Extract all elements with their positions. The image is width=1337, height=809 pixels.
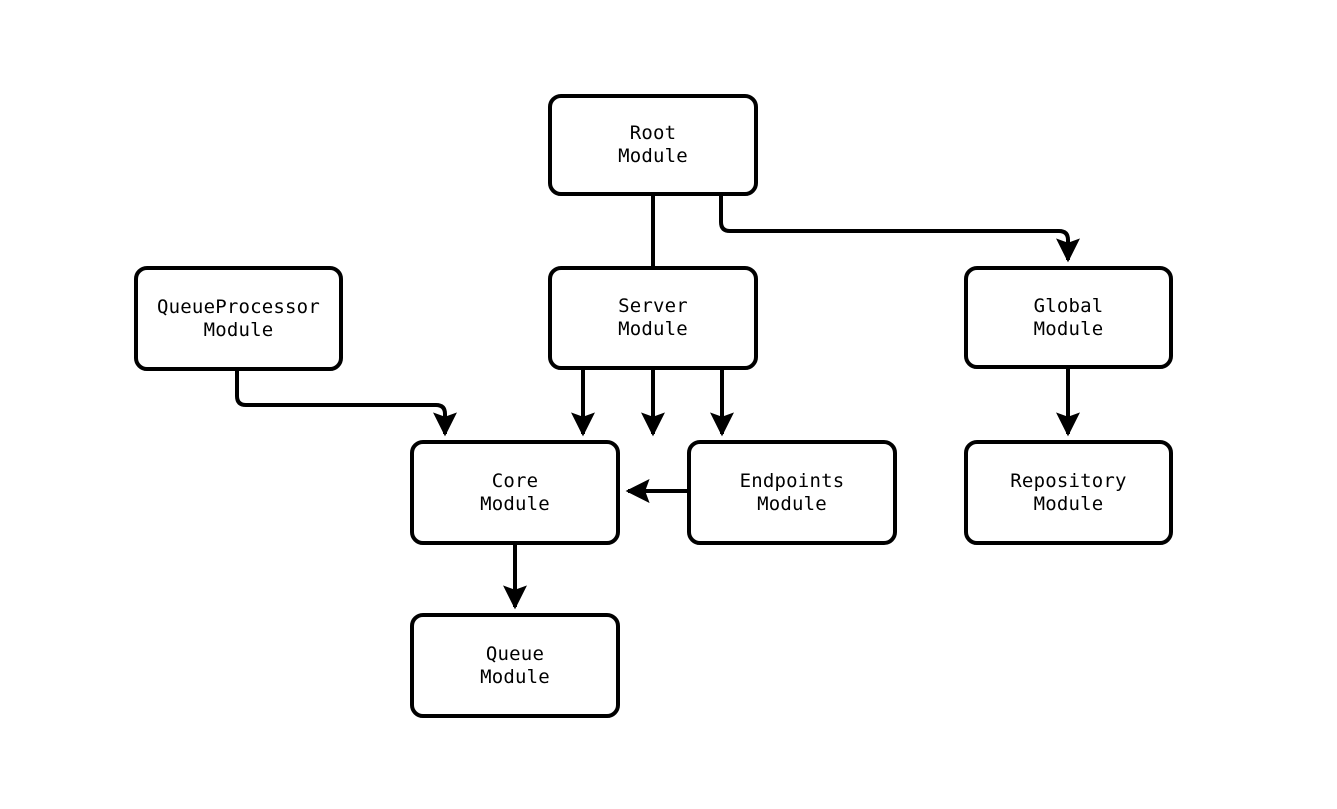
node-root-module-label: Root Module <box>618 122 688 167</box>
node-root-module[interactable]: Root Module <box>548 94 758 196</box>
node-repository-module[interactable]: Repository Module <box>964 440 1173 545</box>
node-global-module[interactable]: Global Module <box>964 266 1173 369</box>
node-queueprocessor-module-label: QueueProcessor Module <box>157 295 320 341</box>
node-endpoints-module[interactable]: Endpoints Module <box>687 440 897 545</box>
node-server-module[interactable]: Server Module <box>548 266 758 370</box>
node-repository-module-label: Repository Module <box>1010 469 1127 515</box>
node-queueprocessor-module[interactable]: QueueProcessor Module <box>134 266 343 371</box>
node-global-module-label: Global Module <box>1033 294 1104 340</box>
node-server-module-label: Server Module <box>618 295 688 340</box>
node-queue-module[interactable]: Queue Module <box>410 613 620 718</box>
edge-queueprocessor-to-core <box>235 371 457 437</box>
node-queue-module-label: Queue Module <box>480 642 550 688</box>
edge-root-to-global <box>719 196 1080 263</box>
node-core-module[interactable]: Core Module <box>410 440 620 545</box>
node-endpoints-module-label: Endpoints Module <box>739 469 845 515</box>
node-core-module-label: Core Module <box>480 469 550 515</box>
